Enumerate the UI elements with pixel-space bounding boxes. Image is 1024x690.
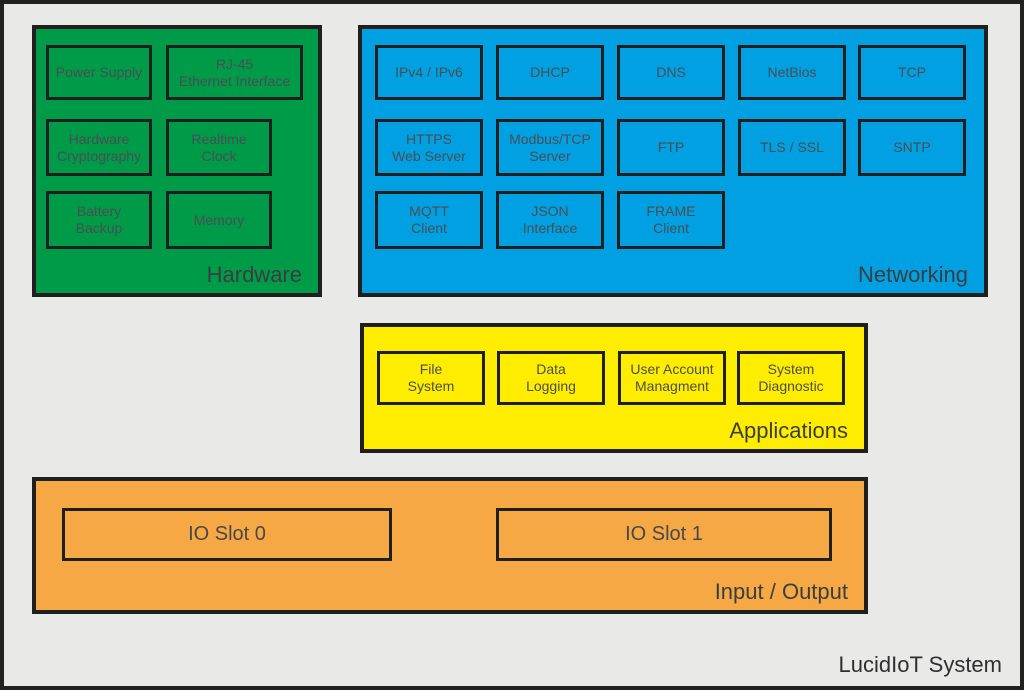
box-system-diagnostic: System Diagnostic [737,351,845,405]
box-netbios: NetBios [738,45,846,100]
box-hardware-crypto: Hardware Cryptography [46,119,152,176]
io-slot-0: IO Slot 0 [62,508,392,561]
networking-panel-title: Networking [857,262,968,287]
box-memory: Memory [166,191,272,249]
box-mqtt-client: MQTT Client [375,191,483,249]
hardware-panel-title: Hardware [206,262,302,287]
box-realtime-clock: Realtime Clock [166,119,272,176]
box-dhcp: DHCP [496,45,604,100]
applications-panel: File System Data Logging User Account Ma… [360,323,868,453]
box-data-logging: Data Logging [497,351,605,405]
box-ftp: FTP [617,119,725,176]
box-power-supply: Power Supply [46,45,152,100]
box-dns: DNS [617,45,725,100]
applications-panel-title: Applications [729,418,848,443]
box-user-account-managment: User Account Managment [618,351,726,405]
io-panel: IO Slot 0 IO Slot 1 Input / Output [32,477,868,614]
box-rj45-ethernet: RJ-45 Ethernet Interface [166,45,303,100]
box-file-system: File System [377,351,485,405]
io-panel-title: Input / Output [714,579,848,604]
box-sntp: SNTP [858,119,966,176]
networking-panel: IPv4 / IPv6 DHCP DNS NetBios TCP HTTPS W… [358,25,988,297]
box-ipv4-ipv6: IPv4 / IPv6 [375,45,483,100]
box-modbus-tcp-server: Modbus/TCP Server [496,119,604,176]
hardware-panel: Power Supply RJ-45 Ethernet Interface Ha… [32,25,322,297]
box-json-interface: JSON Interface [496,191,604,249]
system-label: LucidIoT System [838,652,1002,677]
box-https-web-server: HTTPS Web Server [375,119,483,176]
box-tls-ssl: TLS / SSL [738,119,846,176]
box-battery-backup: Battery Backup [46,191,152,249]
box-tcp: TCP [858,45,966,100]
io-slot-1: IO Slot 1 [496,508,832,561]
box-frame-client: FRAME Client [617,191,725,249]
